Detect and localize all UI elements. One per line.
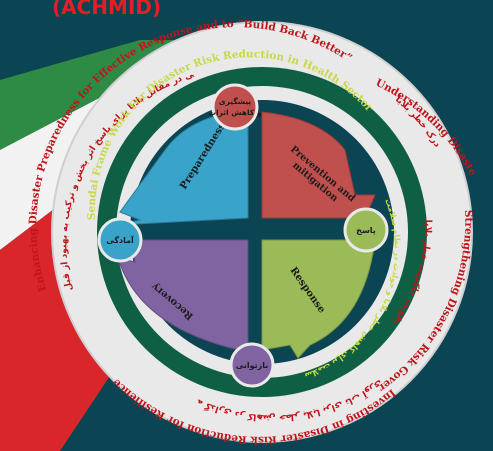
badge-preparedness-fa: آمادگی: [97, 217, 143, 263]
recovery-fa-label: بازتوانی: [236, 361, 268, 370]
response-shape: [261, 239, 376, 359]
badge-response-fa: پاسخ: [343, 207, 389, 253]
badge-recovery-fa: بازتوانی: [229, 342, 275, 388]
preparedness-fa-label: آمادگی: [106, 235, 134, 245]
prevention-shape: [261, 111, 376, 219]
quadrant-response: Response: [261, 239, 376, 359]
badge-prevention-fa: پیشگیری و کاهش اثرات: [208, 83, 262, 131]
header-title: (ACHMID): [52, 0, 161, 19]
quadrant-prevention: Prevention and mitigation: [261, 111, 376, 219]
response-fa-label: پاسخ: [356, 226, 376, 235]
svg-text:پیشگیری: پیشگیری: [219, 97, 252, 106]
quadrant-preparedness: Preparedness: [117, 109, 249, 226]
svg-text:و کاهش اثرات: و کاهش اثرات: [208, 108, 261, 117]
